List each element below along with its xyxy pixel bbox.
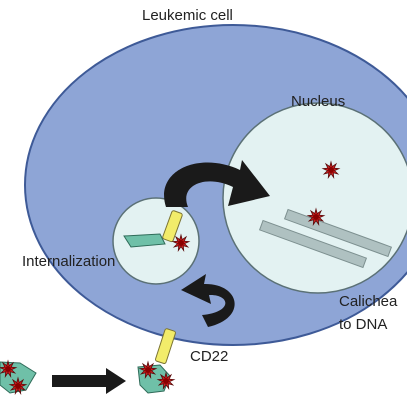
calicheamicin-label-line2: to DNA (339, 316, 387, 333)
calicheamicin-label-line1: Calichea (339, 293, 398, 310)
drug-core (163, 378, 169, 384)
drug-core (328, 167, 334, 173)
dna-strands (258, 208, 393, 269)
drug-core (145, 367, 151, 373)
arrow-binding (52, 368, 126, 394)
arrow-internalization (181, 274, 235, 327)
arrow-to-nucleus (164, 160, 270, 207)
internalization-label: Internalization (22, 253, 115, 270)
drug-core (15, 383, 21, 389)
antibody-drug-conjugate-internalized (123, 210, 183, 248)
drug-core (178, 240, 184, 246)
cd22-receptor (155, 328, 176, 365)
drug-core (313, 214, 319, 220)
drug-core (5, 366, 11, 372)
cell-label: Leukemic cell (142, 7, 233, 24)
nucleus-label: Nucleus (291, 93, 345, 110)
cd22-label: CD22 (190, 348, 228, 365)
calicheamicin-molecules (0, 160, 341, 395)
